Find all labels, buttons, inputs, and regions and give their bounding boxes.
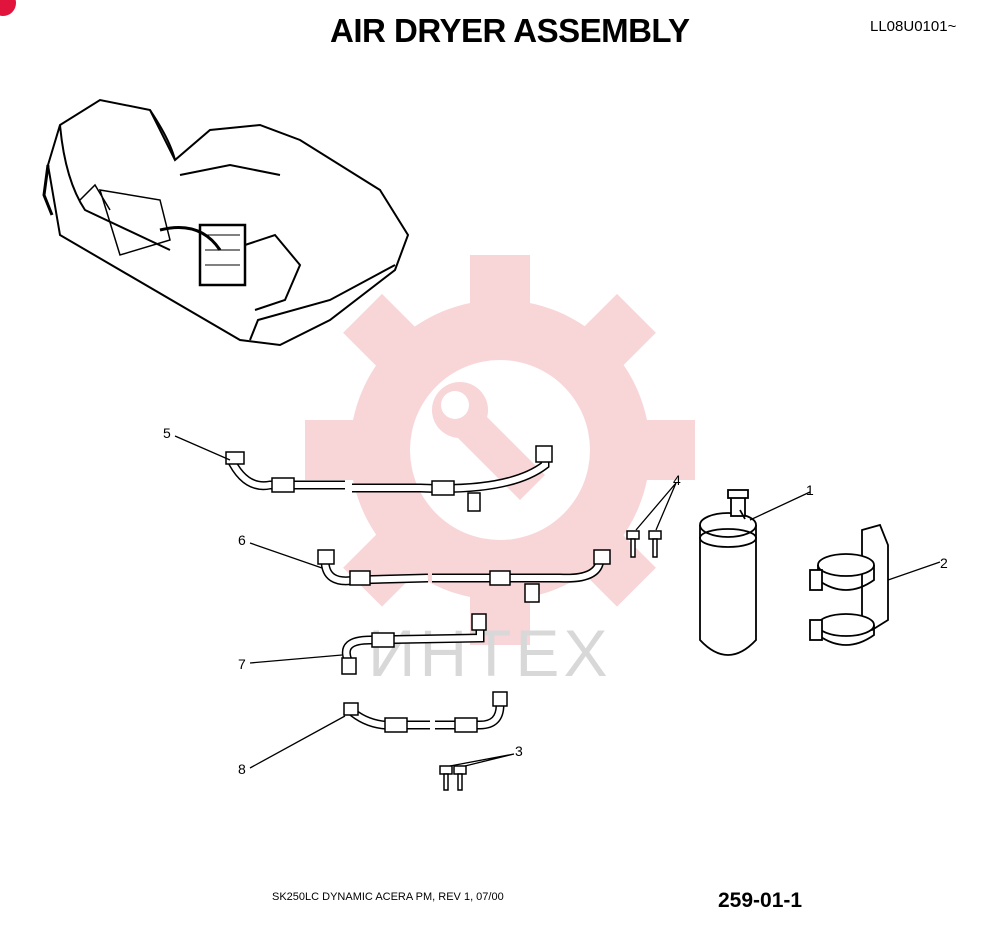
hose-assembly-7: [341, 613, 487, 675]
hose-assembly-5: [225, 445, 553, 512]
callout-5: 5: [163, 425, 171, 441]
air-dryer-receiver: [699, 489, 757, 656]
machine-overview-illustration: [42, 98, 410, 347]
bolts-4: [626, 530, 662, 558]
hose-assembly-8: [343, 691, 508, 733]
footer-page-number: 259-01-1: [718, 889, 803, 912]
callout-3: 3: [515, 743, 523, 759]
serial-code: LL08U0101~: [870, 18, 957, 35]
callout-2: 2: [940, 555, 948, 571]
watermark-text: ИНТЕХ: [368, 616, 611, 690]
callout-4: 4: [673, 472, 681, 488]
footer-manual-reference: SK250LC DYNAMIC ACERA PM, REV 1, 07/00: [272, 891, 504, 903]
callout-6: 6: [238, 532, 246, 548]
hose-assembly-6: [317, 549, 611, 603]
watermark-gear-logo: [305, 255, 695, 645]
bolts-3: [439, 765, 467, 791]
corner-marker: [0, 0, 16, 16]
callout-8: 8: [238, 761, 246, 777]
mounting-bracket: [809, 523, 889, 646]
page-title: AIR DRYER ASSEMBLY: [330, 12, 690, 49]
callout-7: 7: [238, 656, 246, 672]
callout-1: 1: [806, 482, 814, 498]
leader-lines: [174, 435, 941, 769]
